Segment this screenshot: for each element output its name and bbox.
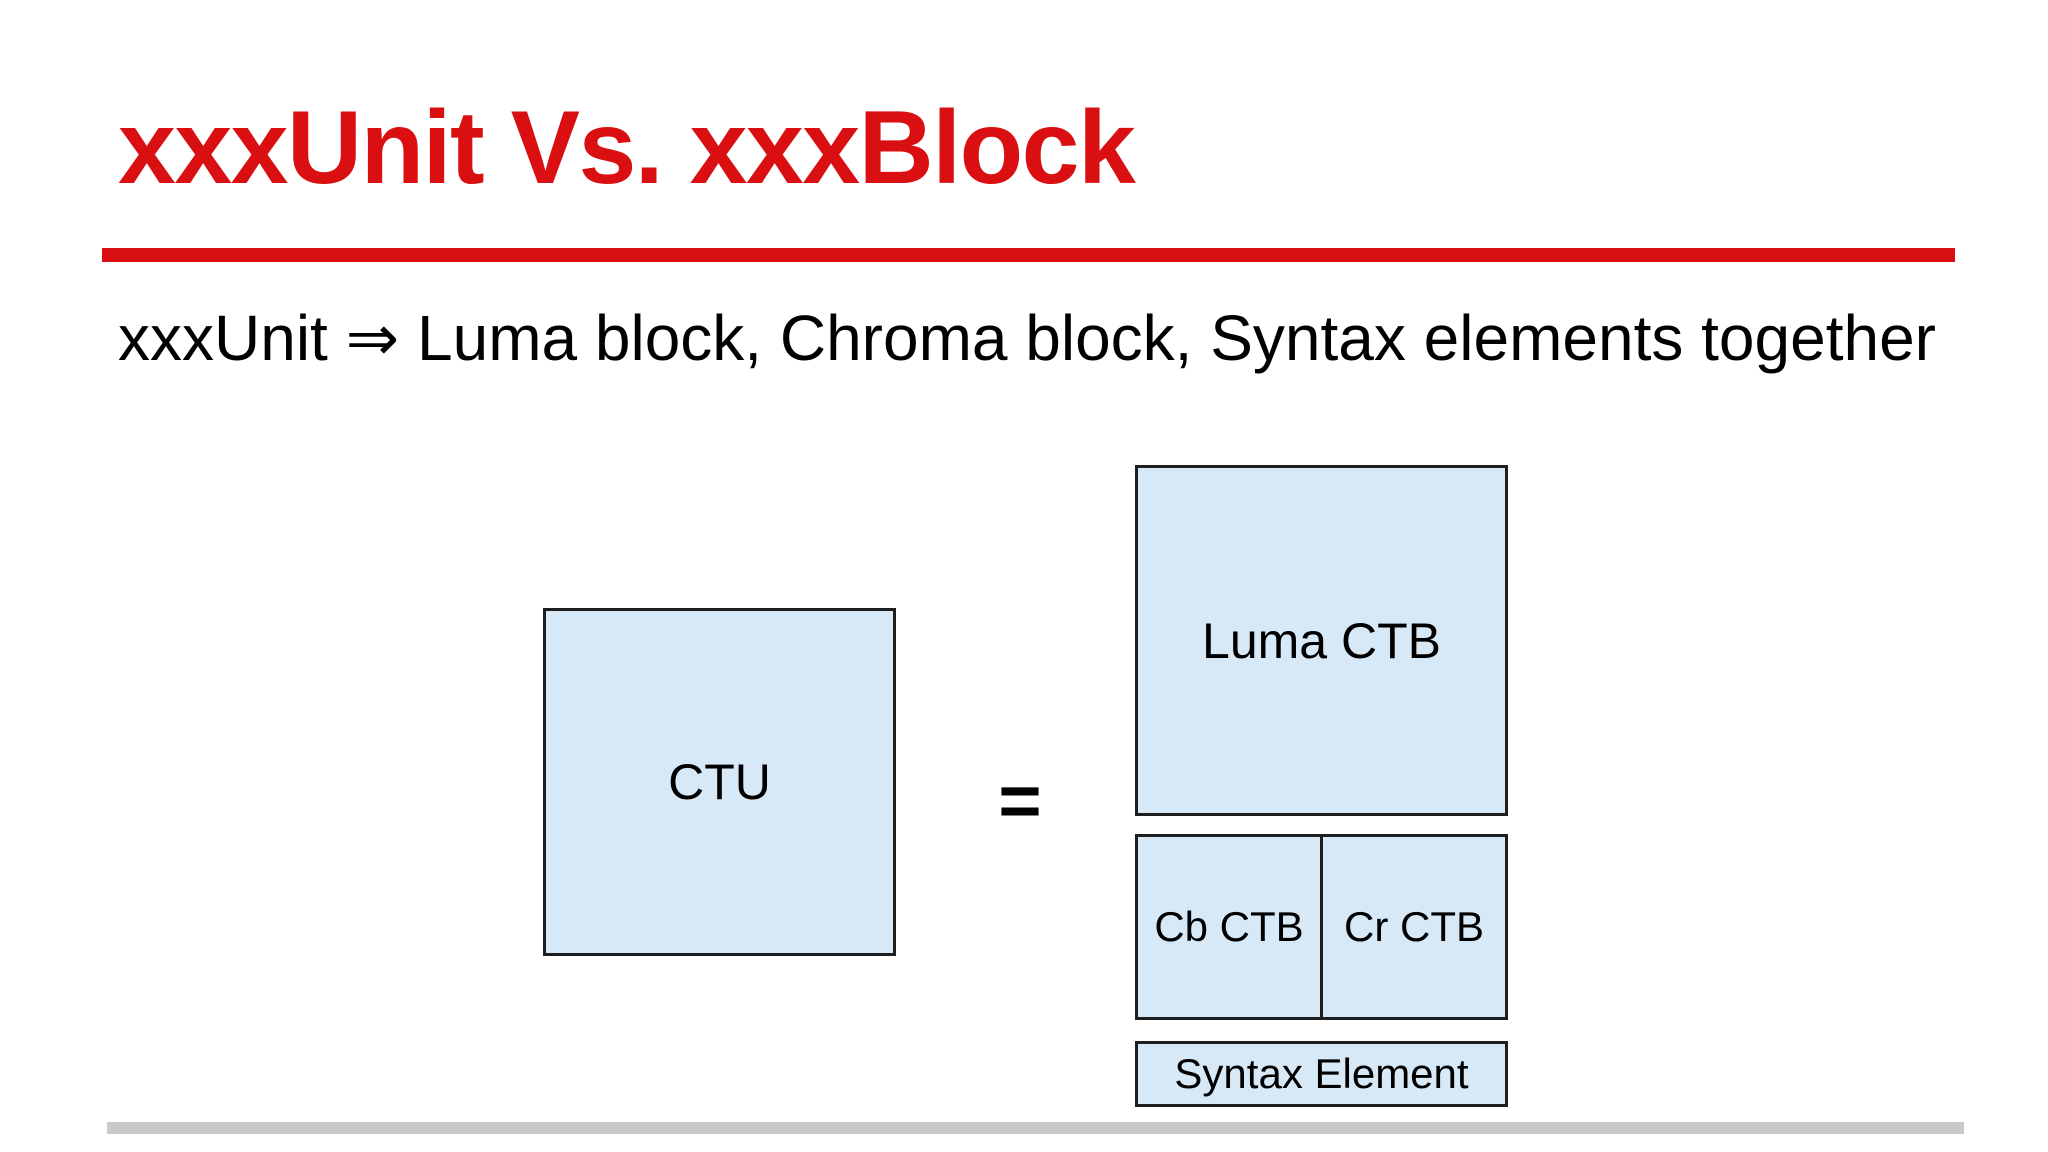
cb-ctb-label: Cb CTB <box>1154 903 1304 950</box>
syntax-element-box: Syntax Element <box>1135 1041 1508 1107</box>
ctu-box: CTU <box>543 608 896 956</box>
chroma-ctb-row: Cb CTB Cr CTB <box>1135 834 1508 1020</box>
cr-ctb-box: Cr CTB <box>1323 837 1505 1017</box>
luma-ctb-box: Luma CTB <box>1135 465 1508 816</box>
equals-sign: = <box>998 758 1042 842</box>
syntax-element-label: Syntax Element <box>1174 1050 1469 1097</box>
title-underline-rule <box>102 248 1955 262</box>
cr-ctb-label: Cr CTB <box>1344 903 1484 950</box>
subtitle-text: xxxUnit ⇒ Luma block, Chroma block, Synt… <box>118 302 1936 374</box>
luma-ctb-label: Luma CTB <box>1202 612 1441 669</box>
slide-title: xxxUnit Vs. xxxBlock <box>118 90 1136 206</box>
cb-ctb-box: Cb CTB <box>1138 837 1323 1017</box>
bottom-divider-rule <box>107 1122 1964 1134</box>
ctu-label: CTU <box>668 754 771 810</box>
